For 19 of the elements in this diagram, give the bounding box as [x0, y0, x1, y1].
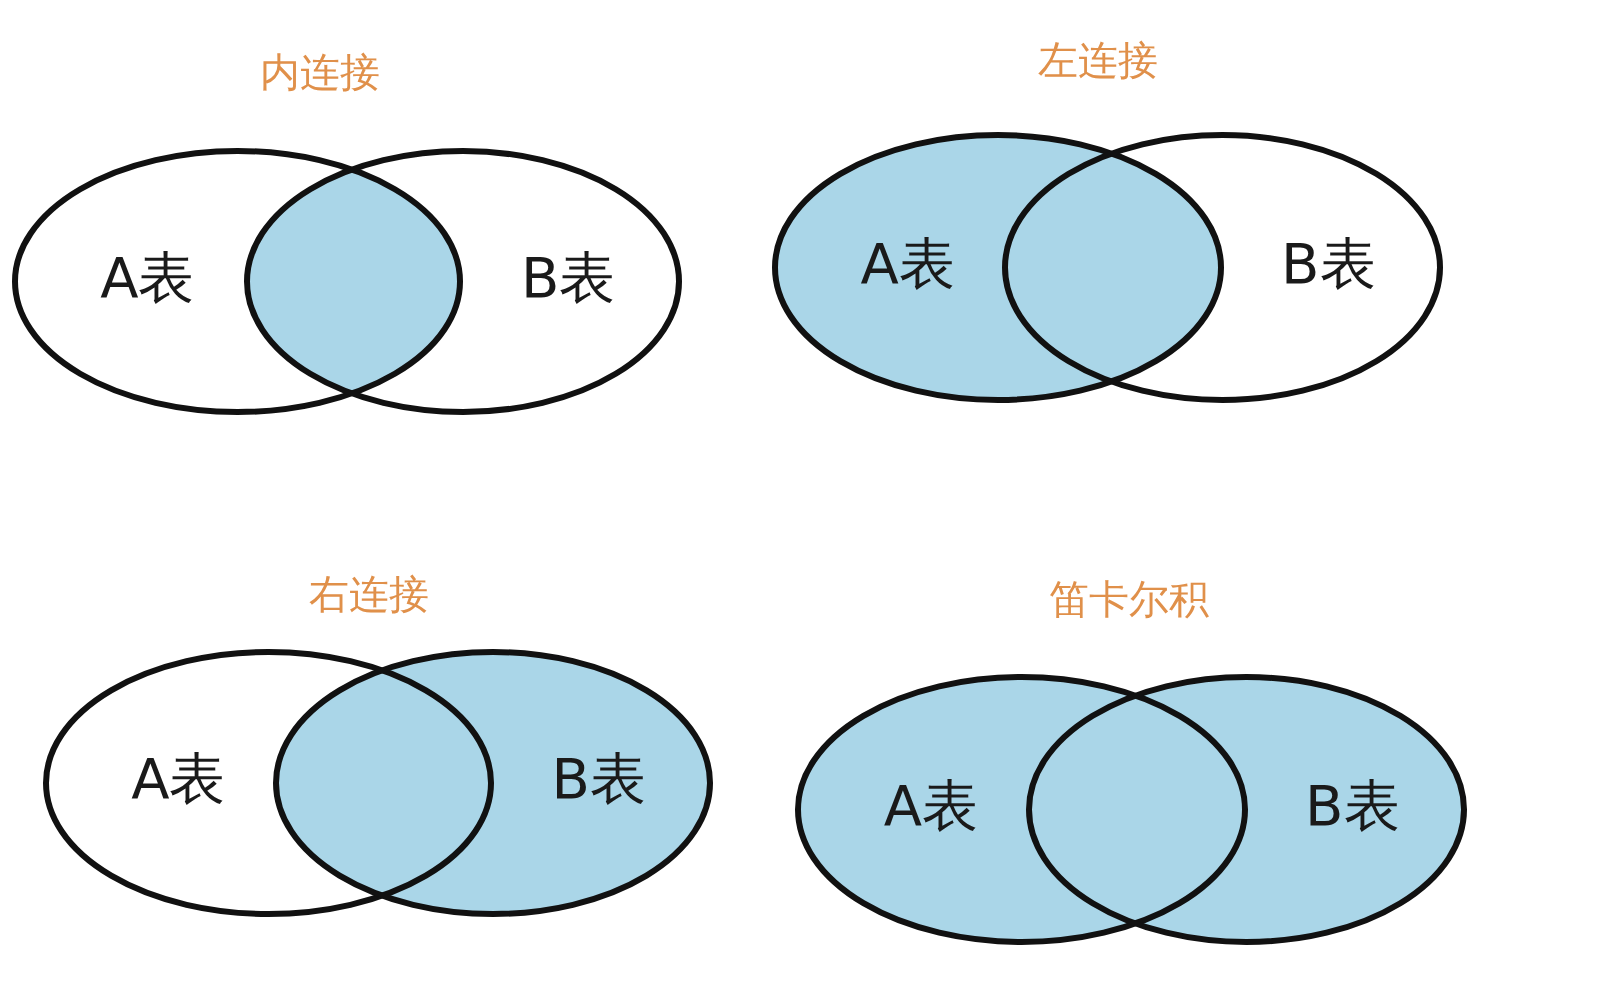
join-type-heading: 右连接 — [309, 574, 429, 614]
join-type-heading: 内连接 — [260, 52, 380, 92]
set-ellipse — [1026, 674, 1467, 945]
set-ellipse — [43, 649, 494, 917]
join-type-heading: 左连接 — [1038, 40, 1158, 80]
set-ellipse — [273, 649, 713, 917]
set-label: A表 — [100, 249, 195, 306]
set-label: B表 — [1305, 777, 1400, 834]
set-label: A表 — [860, 235, 955, 292]
set-label: A表 — [883, 777, 979, 834]
set-ellipse — [12, 148, 463, 415]
set-label: B表 — [520, 249, 616, 306]
set-label: B表 — [551, 751, 646, 807]
join-type-heading: 笛卡尔积 — [1049, 579, 1209, 619]
set-label: A表 — [131, 751, 226, 807]
set-ellipse — [1002, 132, 1443, 403]
set-ellipse — [244, 148, 682, 415]
set-label: B表 — [1281, 235, 1376, 292]
set-ellipse — [772, 132, 1224, 403]
